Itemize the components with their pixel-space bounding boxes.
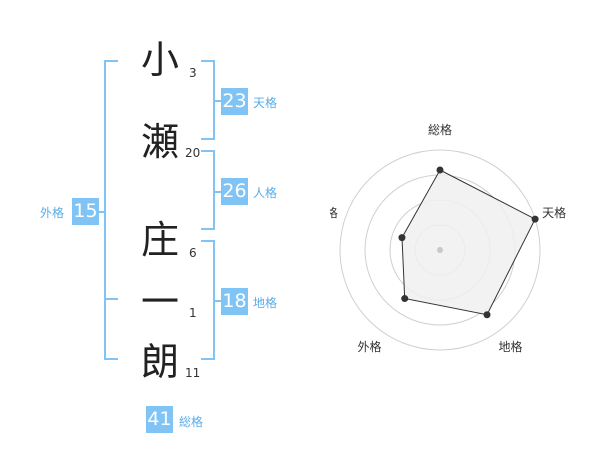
jinkaku-connector xyxy=(215,191,221,193)
name-char-2: 瀬 xyxy=(140,120,179,164)
chikaku-label: 地格 xyxy=(253,296,278,310)
tenkaku-label: 天格 xyxy=(253,96,278,110)
radar-point-2 xyxy=(531,215,539,223)
soukaku-label: 総格 xyxy=(179,415,204,429)
gaikaku-bracket xyxy=(104,60,118,360)
name-char-5: 朗 xyxy=(140,340,179,384)
chikaku-bracket xyxy=(201,240,215,360)
radar-center-dot xyxy=(437,247,443,253)
gaikaku-label: 外格 xyxy=(40,206,65,220)
gaikaku-badge: 15 xyxy=(72,198,99,225)
stroke-count-2: 20 xyxy=(185,146,201,160)
radar-point-3 xyxy=(483,311,491,319)
radar-axis-label-1: 総格 xyxy=(428,122,452,137)
radar-point-1 xyxy=(436,166,444,174)
jinkaku-badge: 26 xyxy=(221,178,248,205)
radar-axis-label-4: 外格 xyxy=(357,339,381,354)
stroke-count-1: 3 xyxy=(189,66,197,80)
soukaku-badge: 41 xyxy=(146,406,173,433)
tenkaku-bracket xyxy=(201,60,215,140)
radar-axis-label-5: 人格 xyxy=(330,205,338,220)
radar-ring-4 xyxy=(339,149,541,351)
jinkaku-label: 人格 xyxy=(253,186,278,200)
chikaku-badge: 18 xyxy=(221,288,248,315)
gaikaku-connector xyxy=(98,211,104,213)
stroke-count-5: 11 xyxy=(185,366,201,380)
name-char-3: 庄 xyxy=(140,218,179,262)
radar-value-polygon xyxy=(401,169,536,316)
tenkaku-connector xyxy=(215,100,221,102)
tenkaku-badge: 23 xyxy=(221,88,248,115)
radar-point-4 xyxy=(401,295,409,303)
jinkaku-bracket xyxy=(201,150,215,230)
gaikaku-bracket-divider xyxy=(104,298,118,300)
radar-point-5 xyxy=(398,234,406,242)
stroke-count-4: 1 xyxy=(189,306,197,320)
radar-axis-label-3: 地格 xyxy=(498,339,522,354)
chikaku-connector xyxy=(215,300,221,302)
name-char-1: 小 xyxy=(140,38,179,82)
name-char-4: 一 xyxy=(140,280,179,324)
radar-points xyxy=(398,166,539,319)
radar-axis-label-2: 天格 xyxy=(542,205,566,220)
stroke-count-3: 6 xyxy=(189,246,197,260)
